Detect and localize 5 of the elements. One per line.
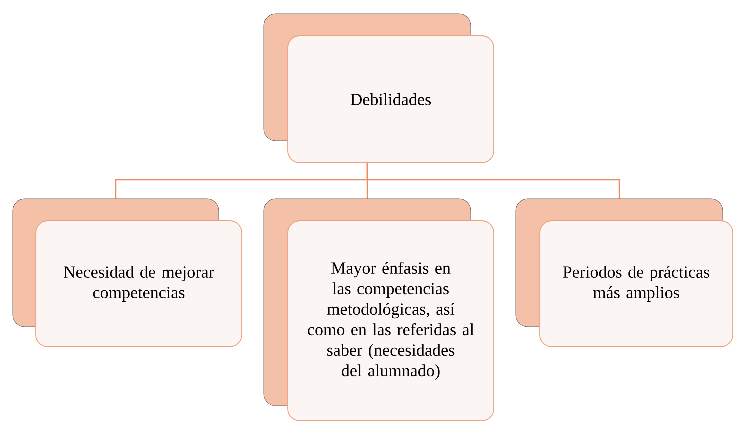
connector-line xyxy=(366,163,620,199)
card: Debilidades xyxy=(264,14,494,164)
card: Periodos de prácticas más amplios xyxy=(516,198,734,348)
card: Necesidad de mejorar competencias xyxy=(12,198,242,348)
card: Mayor énfasis en las competencias metodológicas, así como en las referidas al saber (necesidades del alumnado) xyxy=(264,198,494,422)
